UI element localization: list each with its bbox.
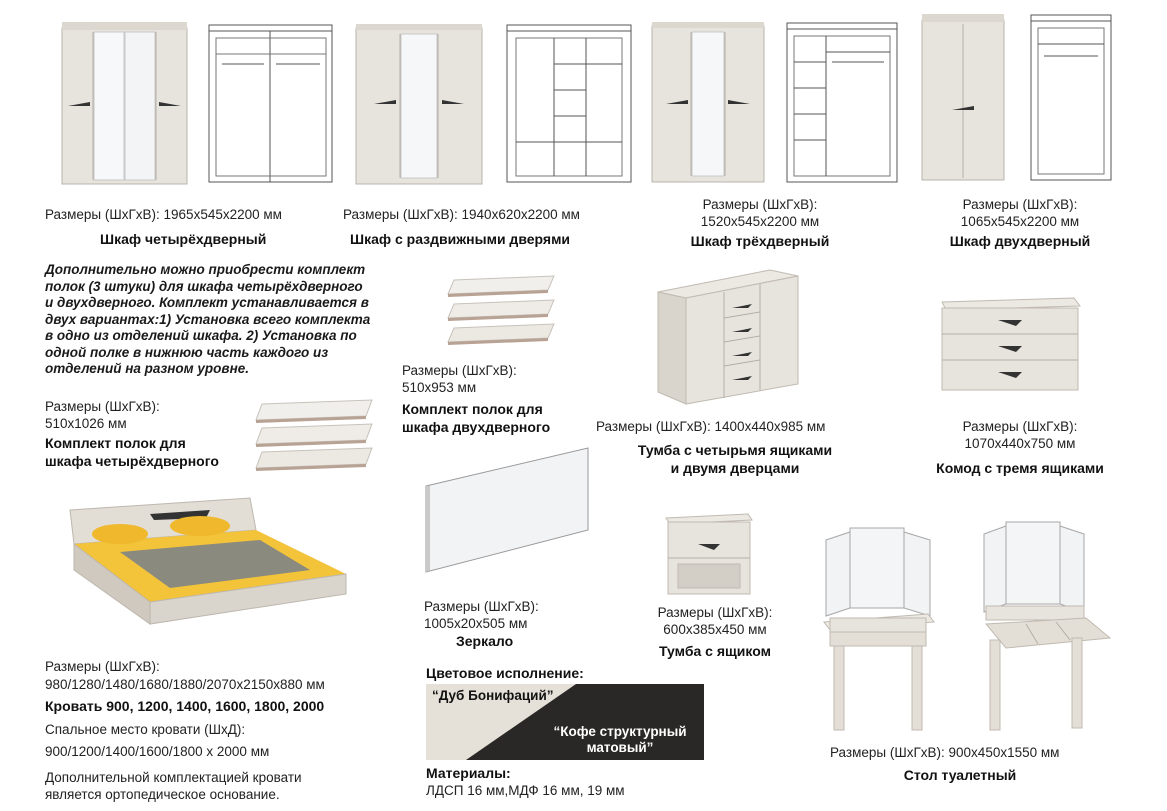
shelves-two-door-name-line1: Комплект полок для (402, 401, 543, 417)
wardrobe-three-door-name: Шкаф трёхдверный (690, 233, 830, 249)
wardrobe-three-door-dims-value: 1520х545х2200 мм (700, 214, 820, 229)
color-dark-label-line1: “Кофе структурный (553, 724, 687, 739)
mirror-name: Зеркало (456, 633, 514, 649)
vanity-name: Стол туалетный (903, 767, 1017, 783)
materials-heading: Материалы: (426, 765, 511, 781)
shelves-note-line: Дополнительно можно приобрести комплект (45, 262, 366, 277)
shelves-two-door-dims-value: 510х953 мм (402, 380, 477, 395)
dresser-image (941, 297, 1081, 391)
bed-sleep-value: 900/1200/1400/1600/1800 х 2000 мм (45, 744, 270, 759)
bed-name: Кровать 900, 1200, 1400, 1600, 1800, 200… (45, 698, 325, 714)
shelves-two-door-image (447, 275, 555, 345)
bed-sleep-label: Спальное место кровати (ШхД): (45, 722, 246, 737)
vanity-dims: Размеры (ШхГхВ): 900х450х1550 мм (830, 745, 1060, 760)
bed-dims-value: 980/1280/1480/1680/1880/2070х2150х880 мм (45, 677, 325, 692)
color-dark-label: “Кофе структурный матовый” (540, 724, 700, 756)
color-light-label: “Дуб Бонифаций” (432, 688, 554, 703)
cabinet-name-line2: и двумя дверцами (670, 460, 800, 476)
materials-value: ЛДСП 16 мм,МДФ 16 мм, 19 мм (426, 783, 625, 798)
wardrobe-sliding-name: Шкаф с раздвижными дверями (350, 231, 571, 247)
wardrobe-two-door-name: Шкаф двухдверный (949, 233, 1091, 249)
shelves-two-door-name-line2: шкафа двухдверного (402, 419, 551, 435)
nightstand-name: Тумба с ящиком (659, 643, 771, 659)
wardrobe-four-door-image (61, 22, 188, 185)
dresser-dims-value: 1070х440х750 мм (964, 436, 1076, 451)
wardrobe-four-door-name: Шкаф четырёхдверный (100, 231, 267, 247)
dresser-dims-label: Размеры (ШхГхВ): (962, 419, 1078, 434)
wardrobe-sliding-image (355, 24, 483, 185)
bed-image (69, 497, 347, 625)
nightstand-image (665, 513, 753, 595)
dresser-name: Комод с тремя ящиками (936, 460, 1104, 476)
bed-dims-label: Размеры (ШхГхВ): (45, 659, 160, 674)
wardrobe-two-door-image (921, 14, 1005, 181)
wardrobe-three-door-dims-label: Размеры (ШхГхВ): (702, 197, 818, 212)
wardrobe-two-door-dims-value: 1065х545х2200 мм (960, 214, 1080, 229)
shelves-two-door-dims-label: Размеры (ШхГхВ): (402, 363, 517, 378)
wardrobe-two-door-drawing (1030, 14, 1112, 181)
bed-extra-line2: является ортопедическое основание. (45, 787, 280, 802)
shelves-four-door-name-line2: шкафа четырёхдверного (45, 453, 219, 469)
wardrobe-two-door-dims-label: Размеры (ШхГхВ): (962, 197, 1078, 212)
shelves-note-line: полок (3 штуки) для шкафа четырёхдверног… (45, 278, 363, 294)
shelves-four-door-image (255, 399, 373, 471)
mirror-image (425, 447, 589, 573)
vanity-image-closed (823, 527, 935, 731)
wardrobe-sliding-dims: Размеры (ШхГхВ): 1940х620х2200 мм (343, 207, 580, 222)
cabinet-name-line1: Тумба с четырьмя ящиками (637, 442, 833, 458)
shelves-four-door-name-line1: Комплект полок для (45, 435, 186, 451)
shelves-note-line: в одно из отделений шкафа. 2) Установка … (45, 328, 357, 343)
shelves-note-line: отделений на разном уровне. (45, 361, 249, 376)
nightstand-dims-label: Размеры (ШхГхВ): (657, 605, 773, 620)
shelves-four-door-dims-label: Размеры (ШхГхВ): (45, 399, 160, 414)
colors-heading: Цветовое исполнение: (426, 665, 584, 681)
bed-extra-line1: Дополнительной комплектацией кровати (45, 770, 302, 785)
wardrobe-four-door-dims: Размеры (ШхГхВ): 1965х545х2200 мм (45, 207, 282, 222)
shelves-note: Дополнительно можно приобрести комплект … (45, 262, 405, 378)
shelves-note-line: одной полке в нижнюю часть каждого из (45, 344, 329, 360)
shelves-four-door-dims-value: 510х1026 мм (45, 416, 127, 431)
shelves-note-line: двух вариантах:1) Установка всего компле… (45, 311, 371, 327)
color-dark-label-line2: матовый” (586, 740, 654, 755)
nightstand-dims-value: 600х385х450 мм (663, 622, 767, 637)
mirror-dims-value: 1005х20х505 мм (424, 616, 528, 631)
wardrobe-four-door-drawing (208, 24, 333, 183)
cabinet-image (657, 269, 799, 405)
vanity-image-open (983, 521, 1112, 731)
wardrobe-three-door-image (651, 22, 765, 183)
wardrobe-sliding-drawing (506, 24, 632, 183)
shelves-note-line: и двухдверного. Комплект устанавливается… (45, 295, 369, 310)
mirror-dims-label: Размеры (ШхГхВ): (424, 599, 539, 614)
color-swatch (426, 684, 704, 760)
cabinet-dims: Размеры (ШхГхВ): 1400х440х985 мм (596, 419, 826, 434)
wardrobe-three-door-drawing (786, 22, 898, 183)
